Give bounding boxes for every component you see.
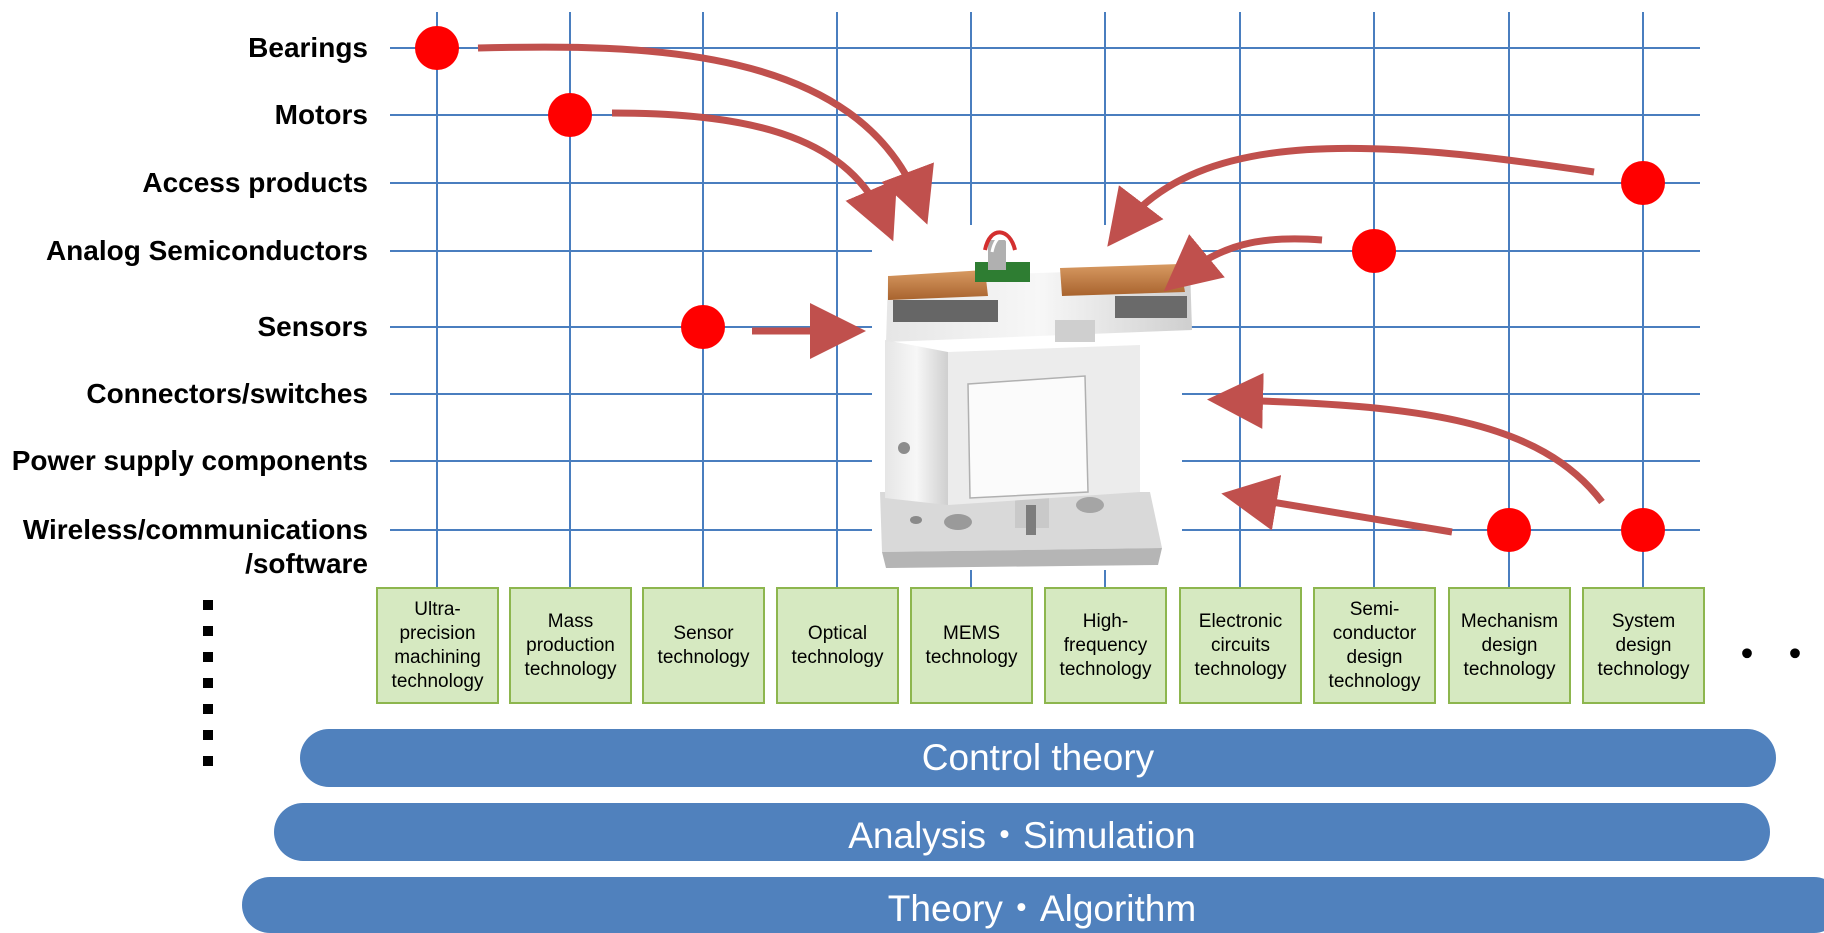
technology-box: Ultra-precision machining technology [376,587,499,704]
row-label-line: Power supply components [11,445,368,476]
band-theory-algorithm: Theory・Algorithm [242,877,1824,933]
link-dot [548,93,592,137]
vertical-ellipsis-icon [203,600,213,782]
row-label: Connectors/switches [86,377,368,411]
row-label-line: Bearings [248,32,368,63]
link-arrow [611,109,897,242]
link-arrow [1221,475,1453,536]
technology-box: Sensor technology [642,587,765,704]
link-arrow [1107,144,1595,247]
row-label-line: /software [245,548,368,579]
link-dot [1621,161,1665,205]
row-label: Bearings [248,31,368,65]
row-label: Analog Semiconductors [46,234,368,268]
technology-box: Mass production technology [509,587,632,704]
link-arrow [477,43,934,225]
band-label: Control theory [921,737,1155,778]
row-label-line: Analog Semiconductors [45,235,368,266]
row-label-line: Access products [142,167,368,198]
technology-box: System design technology [1582,587,1705,704]
row-label: Access products [142,166,368,200]
technology-box: Electronic circuits technology [1179,587,1302,704]
row-label-line: Motors [274,99,368,130]
technology-box: Optical technology [776,587,899,704]
band-control-theory: Control theory [300,729,1776,787]
link-dot [1487,508,1531,552]
dots-layer [415,26,1665,552]
row-label-line: Sensors [257,311,369,342]
row-label: Sensors [258,310,369,344]
band-label: Theory・Algorithm [887,888,1197,929]
row-label-line: Connectors/switches [86,378,368,409]
band-label: Analysis・Simulation [848,815,1196,856]
link-dot [415,26,459,70]
device-photo [872,225,1192,570]
link-dot [1352,229,1396,273]
technology-box: High-frequency technology [1044,587,1167,704]
band-analysis-simulation: Analysis・Simulation [274,803,1770,861]
link-arrow [1163,234,1323,292]
link-dot [681,305,725,349]
technology-box: MEMS technology [910,587,1033,704]
row-label-line: Wireless/communications [22,514,368,545]
row-label: Power supply components [12,444,368,478]
more-technologies-ellipsis: ・・・ [1727,633,1824,677]
link-dot [1621,508,1665,552]
link-arrow [1207,372,1605,505]
arrows-layer [477,43,1605,536]
row-label: Wireless/communications/software [23,513,368,581]
row-label: Motors [275,98,368,132]
technology-box: Semi-conductor design technology [1313,587,1436,704]
technology-box: Mechanism design technology [1448,587,1571,704]
